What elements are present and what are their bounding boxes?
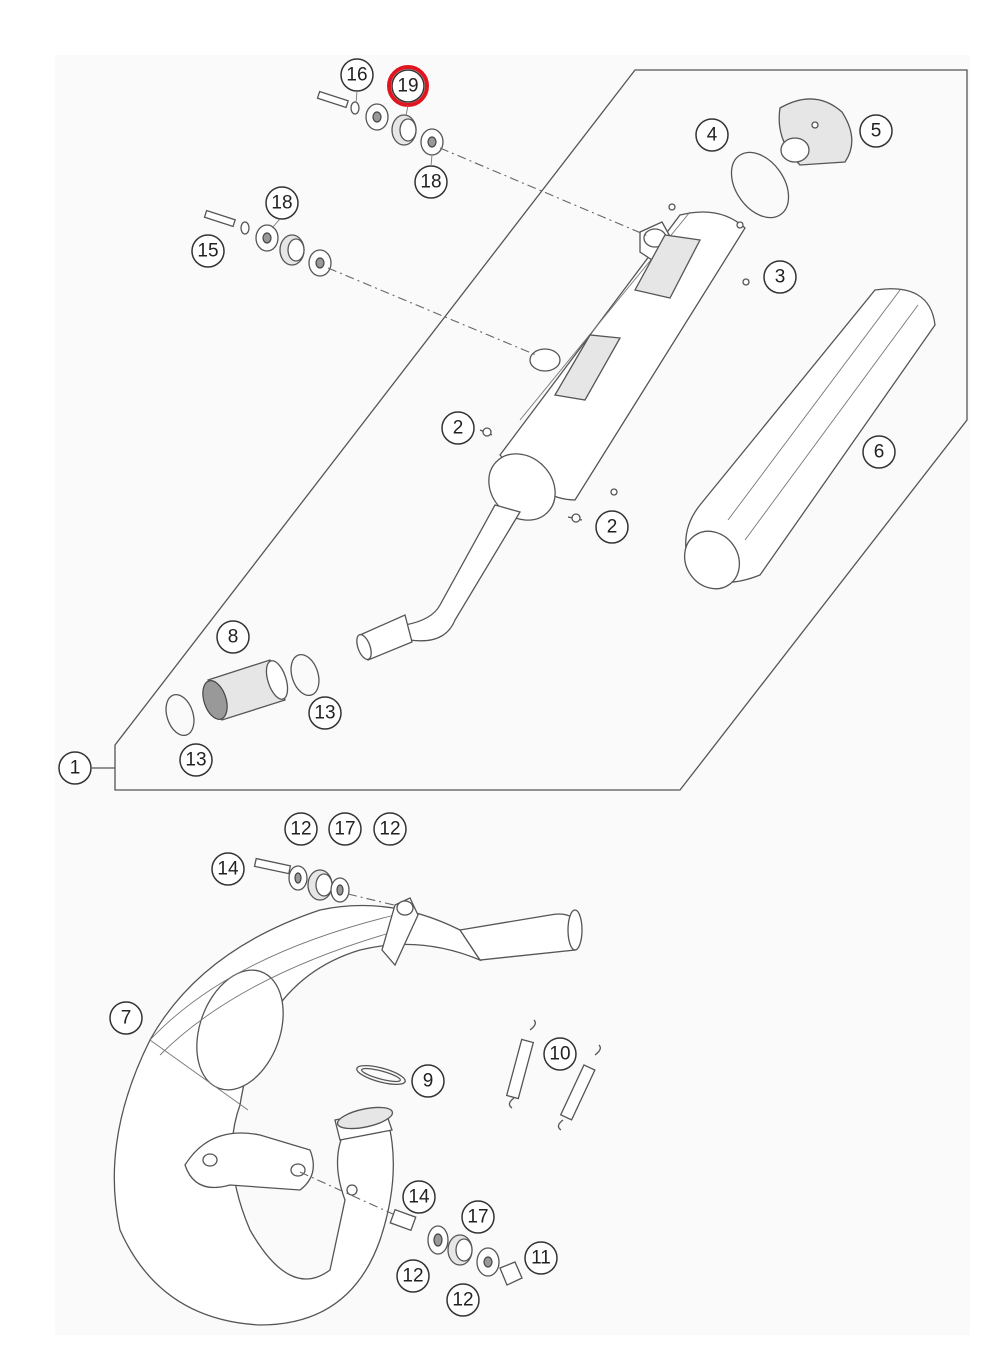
callout-2-upper: 2 [441, 411, 475, 445]
silencer-packing [683, 288, 936, 590]
callout-label: 4 [707, 125, 718, 146]
manifold-o-ring-inner [361, 1067, 401, 1083]
callout-label: 6 [874, 442, 885, 463]
callout-4: 4 [695, 118, 729, 152]
silencer-end-cap [778, 98, 853, 166]
silencer-assembly-outline [114, 69, 968, 791]
callout-label: 11 [531, 1248, 551, 1269]
callout-label: 12 [290, 819, 311, 840]
callout-label: 12 [379, 819, 400, 840]
leader-18-top [430, 154, 433, 167]
callout-1: 1 [58, 751, 92, 785]
callout-label: 3 [775, 267, 786, 288]
callout-label: 14 [408, 1187, 430, 1208]
callout-19: 19 [391, 69, 425, 103]
callout-17-bottom: 17 [461, 1200, 495, 1234]
callout-label: 9 [423, 1071, 434, 1092]
callout-label: 2 [607, 517, 618, 538]
callout-5: 5 [859, 114, 893, 148]
callout-label: 18 [420, 172, 441, 193]
leader-19 [405, 104, 409, 117]
upper-bolt-15-row [203, 209, 332, 277]
callout-12-bottom-left: 12 [396, 1259, 430, 1293]
callout-label: 1 [70, 758, 81, 779]
callout-11: 11 [524, 1241, 558, 1275]
callout-6: 6 [862, 435, 896, 469]
seal-ring-right [290, 653, 320, 697]
exhaust-spring-right [557, 1044, 601, 1131]
callout-label: 12 [402, 1266, 423, 1287]
callout-17-top: 17 [328, 812, 362, 846]
callout-7: 7 [109, 1001, 143, 1035]
chamber-bolt-lower-row [389, 1208, 523, 1286]
callout-label: 13 [185, 750, 206, 771]
chamber-lower-guide-line [299, 1171, 396, 1216]
leader-16 [355, 90, 358, 104]
silencer-inlet-pipe [356, 453, 556, 661]
callout-label: 2 [453, 418, 464, 439]
screw-2-upper [479, 427, 493, 437]
callout-18-top: 18 [414, 165, 448, 199]
expansion-chamber [113, 897, 583, 1326]
callout-12-top-left: 12 [284, 812, 318, 846]
callout-label: 17 [334, 819, 355, 840]
callout-12-bottom-right: 12 [446, 1283, 480, 1317]
callout-2-lower: 2 [595, 510, 629, 544]
screw-2-lower [567, 488, 618, 523]
callout-10: 10 [543, 1037, 577, 1071]
callout-label: 17 [467, 1207, 488, 1228]
callout-13-bottom: 13 [179, 743, 213, 777]
callout-9: 9 [411, 1064, 445, 1098]
exhaust-spring-left [505, 1019, 536, 1109]
callout-label: 13 [314, 703, 335, 724]
seal-ring-left [165, 693, 195, 737]
callout-16: 16 [340, 58, 374, 92]
callout-label: 12 [452, 1290, 473, 1311]
o-ring [730, 151, 790, 219]
callout-13-right: 13 [308, 696, 342, 730]
callout-label: 8 [228, 627, 239, 648]
silencer-body [499, 203, 750, 501]
callout-14-bottom: 14 [402, 1180, 436, 1214]
callout-14-top: 14 [211, 852, 245, 886]
upper-bolt-16-row [316, 90, 444, 156]
callout-8: 8 [216, 620, 250, 654]
leader-18-middle [271, 218, 281, 229]
callout-label: 7 [121, 1008, 132, 1029]
damper-sleeve [202, 659, 289, 721]
callout-label: 19 [397, 76, 418, 97]
chamber-upper-guide-line [347, 893, 399, 907]
callout-label: 18 [271, 193, 292, 214]
callout-18-middle: 18 [265, 186, 299, 220]
callout-label: 16 [346, 65, 367, 86]
manifold-o-ring [356, 1064, 406, 1086]
chamber-bolt-upper-row [253, 857, 350, 903]
callout-15: 15 [191, 234, 225, 268]
callout-3: 3 [763, 260, 797, 294]
callout-label: 10 [549, 1044, 570, 1065]
callout-12-top-right: 12 [373, 812, 407, 846]
callout-label: 14 [217, 859, 239, 880]
callout-label: 5 [871, 121, 882, 142]
callout-label: 15 [197, 241, 218, 262]
